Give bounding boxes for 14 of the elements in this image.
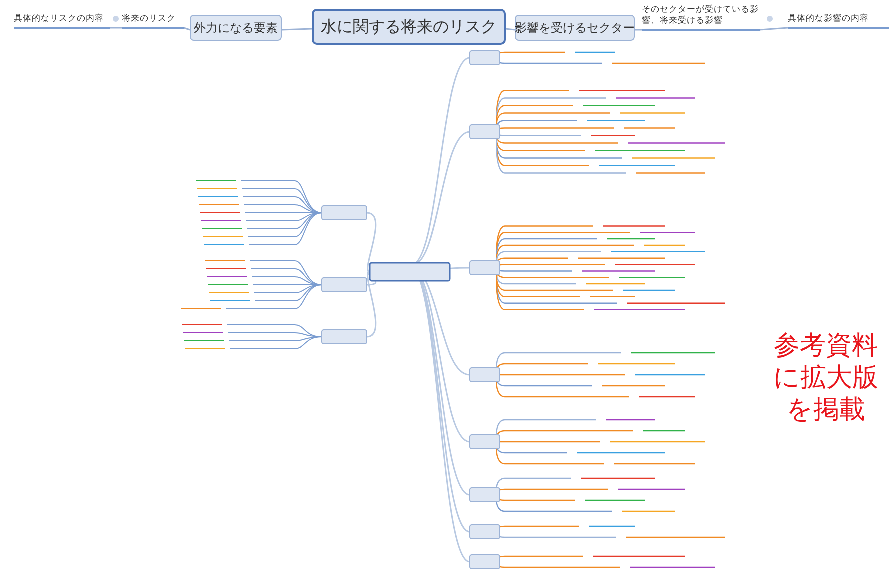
branch-text: 具体的な影響の内容 [788, 11, 889, 29]
connector-line [184, 27, 190, 31]
connector-line [760, 27, 788, 31]
note-text: 参考資料に拡大版を掲載 [772, 330, 880, 426]
connector-line [506, 28, 516, 31]
main-topic-box: 水に関する将来のリスク [312, 9, 506, 45]
branch-text: 将来のリスク [122, 11, 184, 29]
branch-text: 具体的なリスクの内容 [14, 11, 110, 29]
topic-box: 外力になる要素 [190, 15, 282, 41]
connector-line [282, 28, 312, 31]
topic-box: 影響を受けるセクター [515, 15, 635, 41]
connector-line [110, 27, 122, 29]
connector-line [635, 29, 642, 31]
branch-text: そのセクターが受けている影響、将来受ける影響 [642, 3, 760, 31]
